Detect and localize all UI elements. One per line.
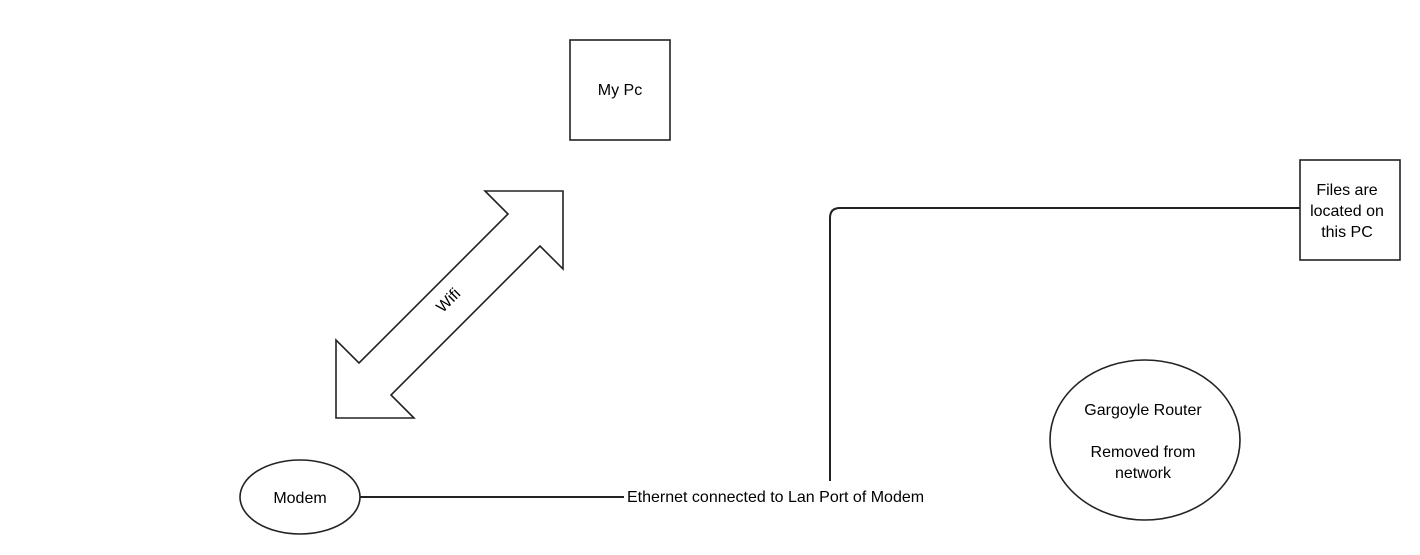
ethernet-link[interactable]: Ethernet connected to Lan Port of Modem	[360, 207, 1300, 506]
files-pc-box	[1299, 159, 1401, 261]
wifi-double-arrow-icon	[335, 190, 564, 419]
files-pc-label-line-3: this PC	[1321, 224, 1373, 241]
gargoyle-router-node[interactable]: Gargoyle Router Removed from network	[1049, 359, 1241, 521]
ethernet-line-pc-segment	[829, 207, 1300, 481]
files-pc-node[interactable]: Files are located on this PC	[1299, 159, 1401, 261]
modem-label: Modem	[273, 490, 326, 507]
my-pc-box	[569, 39, 671, 141]
ethernet-label: Ethernet connected to Lan Port of Modem	[627, 489, 924, 506]
wifi-link[interactable]: Wifi	[335, 190, 564, 419]
files-pc-label-line-2: located on	[1310, 203, 1384, 220]
gargoyle-router-label-line-1: Gargoyle Router	[1084, 402, 1202, 419]
gargoyle-router-label-line-3: Removed from	[1091, 444, 1196, 461]
my-pc-node[interactable]: My Pc	[569, 39, 671, 141]
gargoyle-router-label-line-4: network	[1115, 465, 1172, 482]
files-pc-label-line-1: Files are	[1316, 182, 1377, 199]
my-pc-label: My Pc	[598, 82, 642, 99]
modem-node[interactable]: Modem	[239, 459, 361, 535]
gargoyle-router-ellipse	[1049, 359, 1241, 521]
